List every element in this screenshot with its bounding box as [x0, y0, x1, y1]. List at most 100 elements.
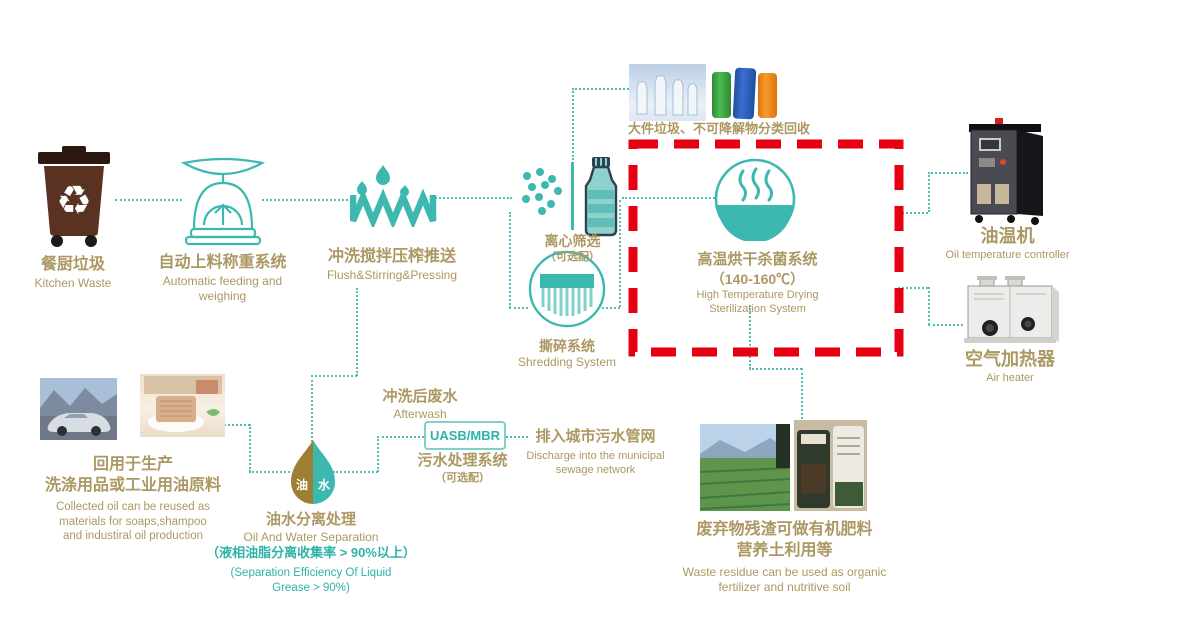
auto-feeding-label: 自动上料称重系统 Automatic feeding and weighing [150, 253, 295, 305]
auto-feeding-zh: 自动上料称重系统 [158, 254, 287, 271]
air-heater-image [960, 276, 1062, 346]
connector-drying-oiltemp-3 [928, 172, 968, 174]
bulky-waste-bottles-photo [629, 64, 706, 121]
reuse-en2: materials for soaps,shampoo [59, 515, 207, 528]
flush-stirring-icon [349, 165, 440, 230]
centrifugal-dots-icon [518, 167, 564, 219]
sewage-system-label: 污水处理系统 （可选配） [400, 451, 525, 485]
blue-can [732, 67, 757, 120]
weighing-scale-icon [178, 155, 268, 247]
orange-can [758, 73, 777, 118]
highlight-dashed-box [628, 139, 904, 357]
plastic-bottle-icon [580, 156, 622, 238]
connector-centrifugal-drying [622, 197, 718, 199]
shredder-icon [527, 249, 607, 329]
oil-water-note-en1: (Separation Efficiency Of Liquid [230, 566, 392, 579]
connector-scale-flush [262, 199, 352, 201]
drying-temp: （140-160℃） [710, 270, 805, 287]
connector-drop-reuse-1 [200, 424, 250, 426]
discharge-en2: sewage network [555, 463, 636, 476]
centrifugal-divider-line [571, 162, 574, 230]
centrifugal-zh: 离心筛选 [544, 233, 601, 249]
centrifugal-note: （可选配） [545, 251, 600, 264]
auto-feeding-en: Automatic feeding and weighing [162, 273, 283, 304]
connector-wastewater-drop [311, 375, 313, 442]
reuse-zh2: 洗涤用品或工业用油原料 [44, 476, 221, 494]
air-heater-label: 空气加热器 Air heater [930, 348, 1090, 386]
flush-zh: 冲洗搅拌压榨推送 [327, 248, 456, 265]
soap-photo [140, 374, 225, 437]
residue-en1: Waste residue can be used as organic [682, 564, 887, 579]
residue-zh2: 营养土利用等 [736, 541, 833, 559]
connector-uasb-discharge [502, 436, 528, 438]
oil-temp-label: 油温机 Oil temperature controller [925, 225, 1090, 263]
connector-drying-oiltemp-1 [898, 212, 928, 214]
connector-drying-residue-3 [801, 368, 803, 423]
trash-bin-icon: ♻ [34, 146, 114, 250]
oil-water-note-zh: （液相油脂分离收集率 > 90%以上） [206, 545, 416, 560]
oil-water-note-en2: Grease > 90%) [272, 581, 350, 594]
connector-shredder-in [509, 307, 528, 309]
discharge-label: 排入城市污水管网 Discharge into the municipal se… [523, 427, 668, 477]
afterwash-en: Afterwash [393, 406, 447, 421]
sewage-note: （可选配） [435, 471, 490, 484]
centrifugal-label: 离心筛选 （可选配） [520, 232, 625, 264]
air-heater-zh: 空气加热器 [965, 349, 1055, 369]
connector-shredder-up [619, 200, 621, 307]
connector-drop-reuse-2 [249, 424, 251, 472]
fertilizer-bags-photo [794, 420, 867, 511]
oil-temp-en: Oil temperature controller [945, 249, 1070, 262]
kitchen-waste-en: Kitchen Waste [34, 275, 112, 290]
shredding-en: Shredding System [517, 355, 617, 370]
kitchen-waste-zh: 餐厨垃圾 [40, 256, 105, 273]
flush-en: Flush&Stirring&Pressing [326, 267, 458, 282]
discharge-en1: Discharge into the municipal [526, 449, 665, 462]
connector-drying-airheater-3 [928, 324, 963, 326]
connector-down-to-shredder [509, 212, 511, 308]
discharge-zh: 排入城市污水管网 [535, 428, 656, 445]
bulky-waste-zh: 大件垃圾、不可降解物分类回收 [628, 121, 811, 136]
reuse-en3: and industiral oil production [62, 530, 203, 543]
reuse-zh1: 回用于生产 [92, 456, 173, 473]
connector-drying-oiltemp-2 [928, 172, 930, 212]
connector-drying-residue-1 [749, 305, 751, 369]
field-photo [700, 424, 790, 511]
connector-bin-scale [115, 199, 182, 201]
drop-oil-char: 油 [296, 477, 308, 492]
connector-drop-uasb-3 [377, 436, 424, 438]
oil-water-note-label: （液相油脂分离收集率 > 90%以上） (Separation Efficien… [196, 545, 426, 596]
connector-drying-residue-2 [749, 368, 802, 370]
kitchen-waste-label: 餐厨垃圾 Kitchen Waste [13, 255, 133, 291]
bulky-waste-cans-photo [712, 67, 780, 120]
uasb-mbr-label: UASB/MBR [429, 428, 501, 443]
connector-flush-centrifugal [432, 197, 512, 199]
drying-label: 高温烘干杀菌系统 （140-160℃） High Temperature Dry… [655, 250, 860, 316]
connector-to-bulky-photo [572, 88, 629, 90]
connector-flush-wastewater-1 [356, 288, 358, 376]
shredding-label: 撕碎系统 Shredding System [505, 337, 629, 371]
car-photo [40, 378, 117, 440]
air-heater-en: Air heater [986, 372, 1034, 385]
shredding-zh: 撕碎系统 [539, 338, 595, 354]
oil-temp-zh: 油温机 [980, 226, 1035, 246]
oil-water-en: Oil And Water Separation [243, 529, 379, 544]
reuse-en1: Collected oil can be reused as [55, 500, 211, 513]
connector-drop-uasb-2 [377, 436, 379, 472]
bulky-waste-label: 大件垃圾、不可降解物分类回收 [628, 121, 898, 138]
drying-en1: High Temperature Drying [696, 288, 819, 301]
flush-label: 冲洗搅拌压榨推送 Flush&Stirring&Pressing [302, 247, 482, 283]
connector-drying-airheater-2 [928, 287, 930, 325]
residue-zh1: 废弃物残渣可做有机肥料 [696, 521, 873, 538]
drying-zh: 高温烘干杀菌系统 [697, 251, 818, 268]
residue-label: 废弃物残渣可做有机肥料 营养土利用等 Waste residue can be … [667, 520, 902, 596]
afterwash-zh: 冲洗后废水 [382, 388, 458, 405]
connector-drop-uasb-1 [333, 471, 378, 473]
drop-water-char: 水 [318, 477, 331, 492]
afterwash-label: 冲洗后废水 Afterwash [350, 387, 490, 422]
connector-centrifugal-up [572, 88, 574, 160]
connector-flush-wastewater-2 [311, 375, 357, 377]
oil-water-label: 油水分离处理 Oil And Water Separation [221, 510, 401, 545]
sewage-zh: 污水处理系统 [417, 452, 508, 469]
oil-water-zh: 油水分离处理 [265, 511, 356, 528]
